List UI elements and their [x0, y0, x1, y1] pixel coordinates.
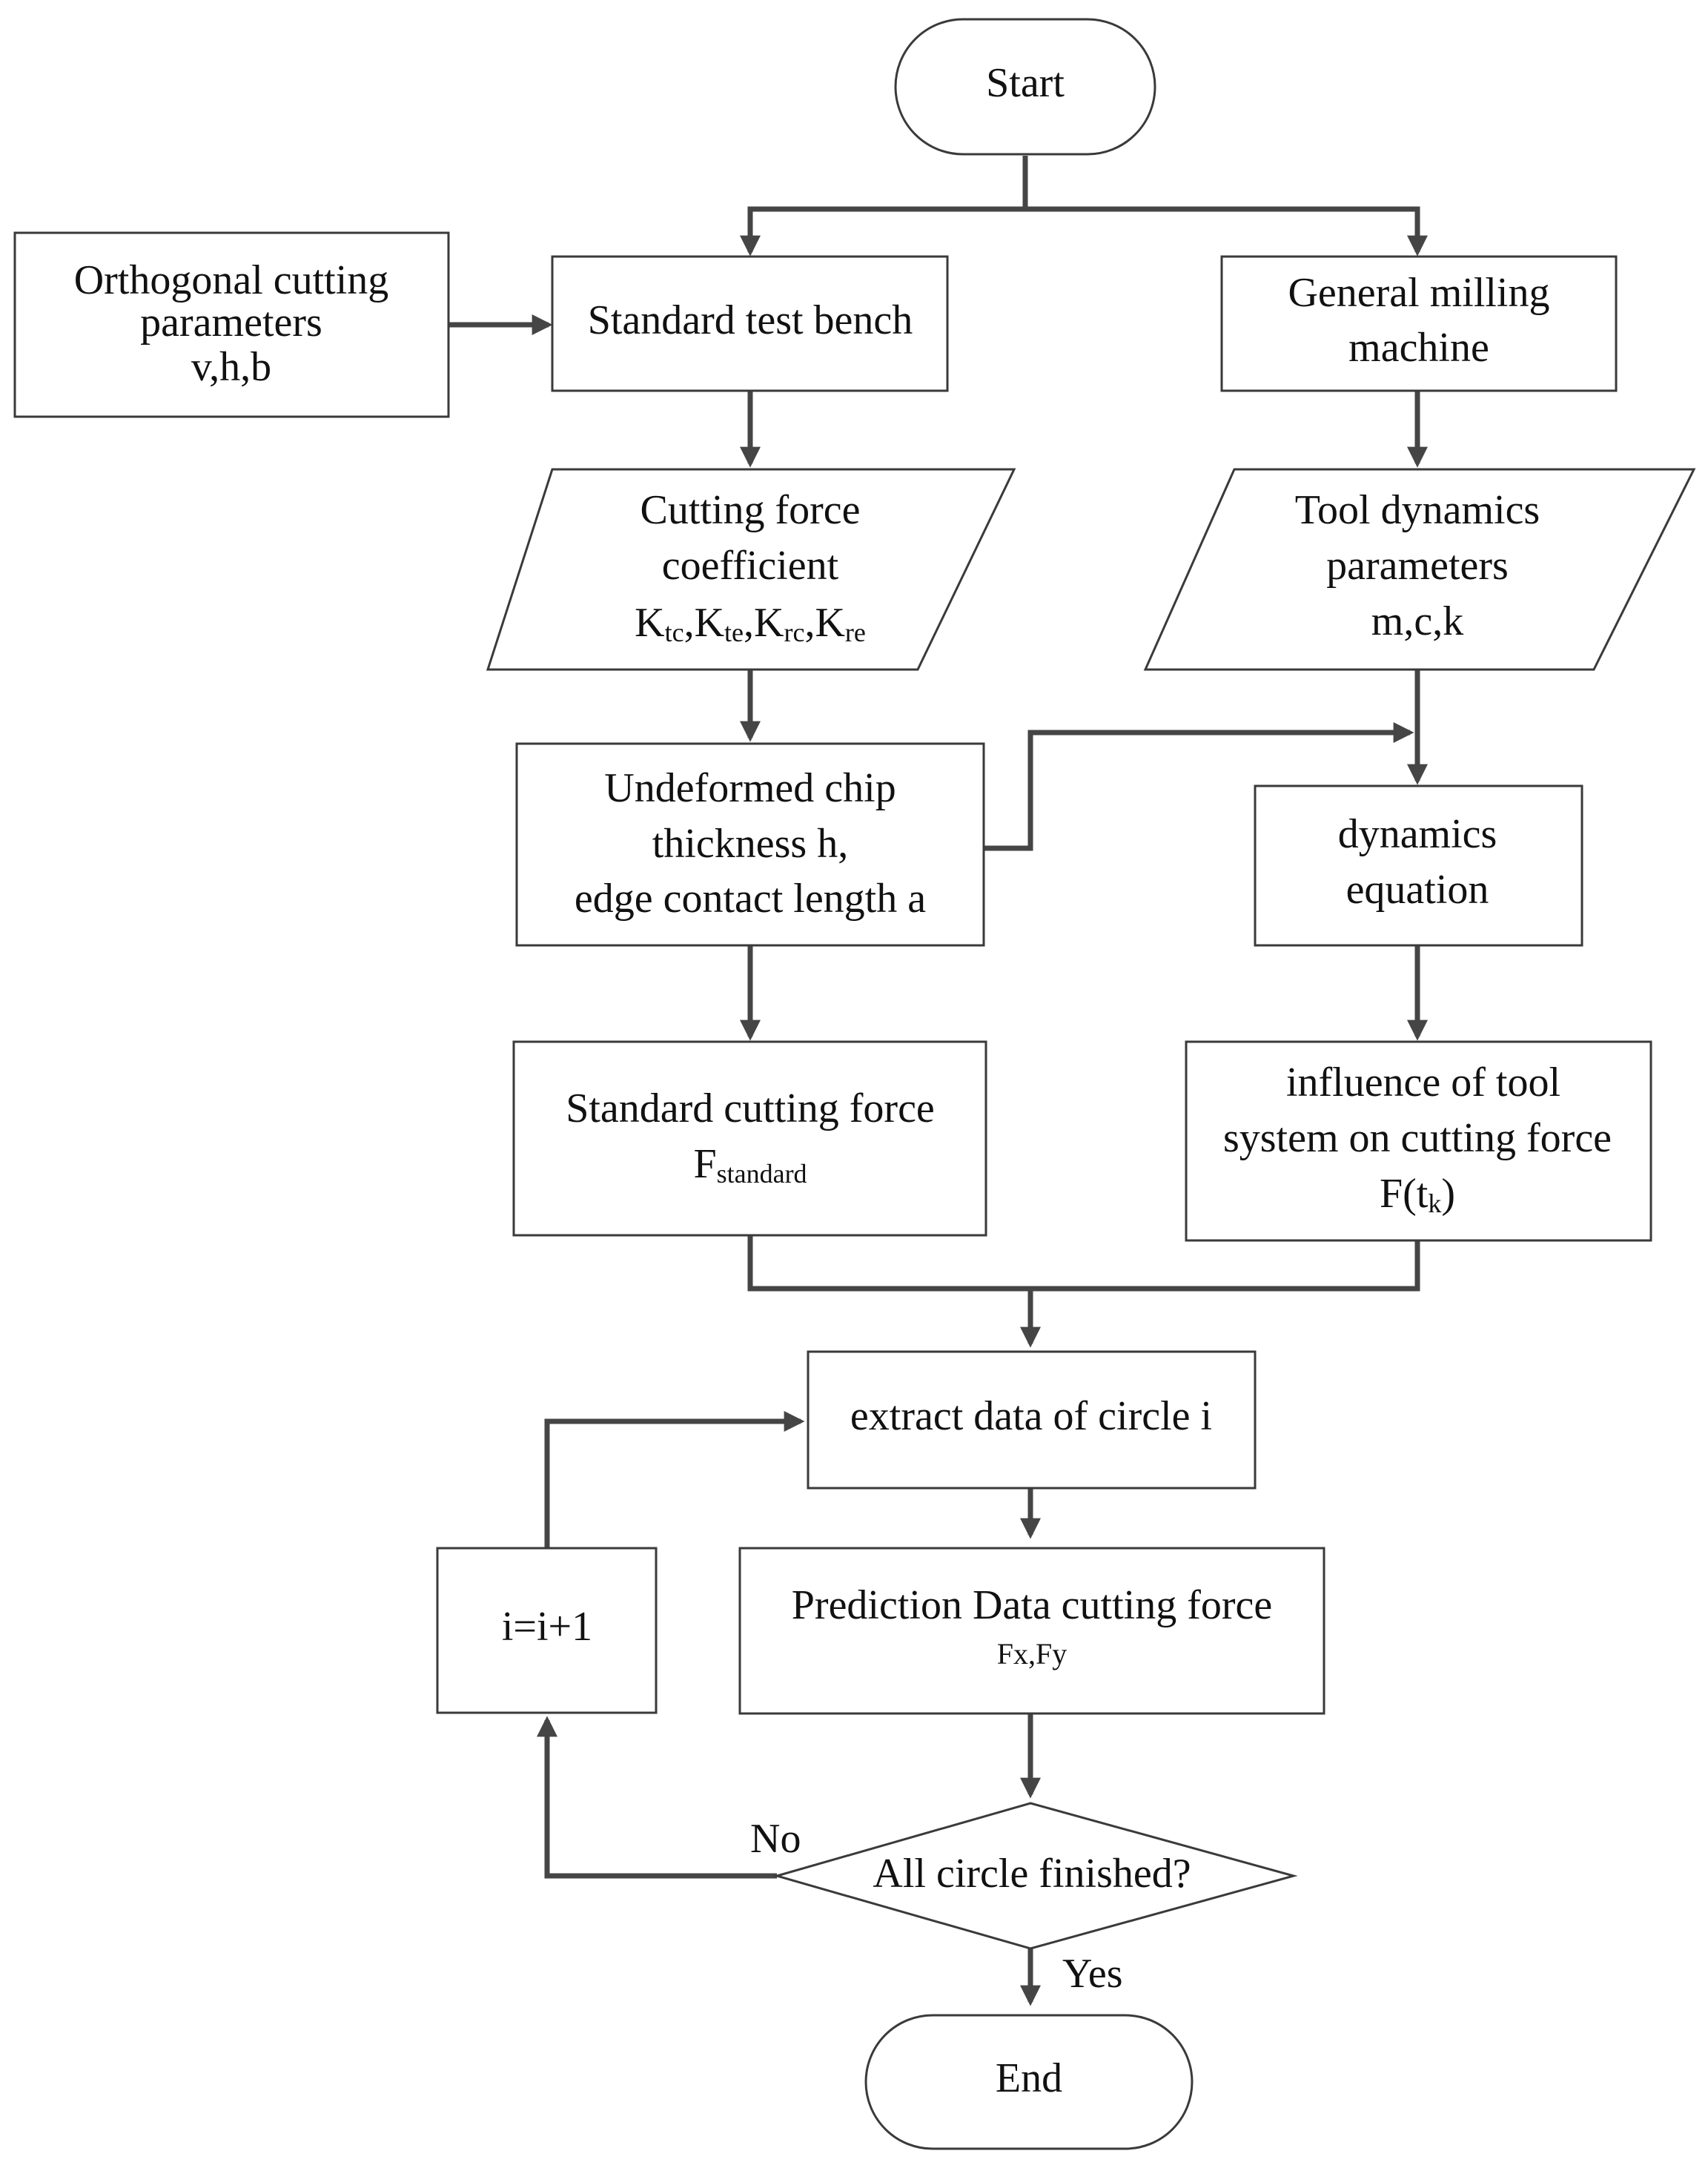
- start-node: Start: [894, 18, 1156, 156]
- chip-line-1: Undeformed chip: [604, 765, 896, 811]
- standard-cutting-force-node: Standard cutting force Fstandard: [512, 1040, 987, 1237]
- prediction-node: Prediction Data cutting force Fx,Fy: [738, 1547, 1325, 1715]
- edge-split-to-bench: [740, 206, 1025, 257]
- coefficient-line-1: Cutting force: [640, 487, 860, 533]
- coefficient-line-2: coefficient: [662, 543, 839, 589]
- orthogonal-line-3: v,h,b: [191, 344, 271, 390]
- chip-line-2: thickness h,: [652, 821, 848, 867]
- edge-increment-to-extract: [544, 1411, 805, 1548]
- edge-label-yes: Yes: [1062, 1951, 1122, 1997]
- decision-node: All circle finished?: [772, 1802, 1298, 1950]
- end-label: End: [996, 2055, 1062, 2101]
- start-label: Start: [986, 60, 1065, 106]
- edge-decision-no-to-increment: [537, 1716, 777, 1879]
- prediction-label: Prediction Data cutting force: [792, 1582, 1272, 1628]
- edge-influence-to-join: [1030, 1240, 1420, 1292]
- coefficient-symbols: Ktc,Kte,Krc,Kre: [635, 600, 866, 647]
- stdforce-symbol: Fstandard: [693, 1141, 807, 1189]
- orthogonal-line-1: Orthogonal cutting: [74, 257, 389, 303]
- influence-line-1: influence of tool: [1286, 1060, 1560, 1106]
- connectors: [448, 156, 1428, 2006]
- dyneq-line-1: dynamics: [1338, 811, 1497, 857]
- influence-line-2: system on cutting force: [1223, 1115, 1612, 1161]
- toolparams-line-1: Tool dynamics: [1295, 487, 1540, 533]
- chip-line-3: edge contact length a: [575, 876, 926, 922]
- increment-node: i=i+1: [436, 1547, 658, 1714]
- influence-symbol: F(tk): [1380, 1171, 1455, 1218]
- stdforce-label: Standard cutting force: [566, 1085, 935, 1131]
- prediction-sublabel: Fx,Fy: [997, 1637, 1068, 1670]
- end-node: End: [864, 2014, 1194, 2150]
- edge-chip-to-merge: [982, 722, 1414, 851]
- extract-data-node: extract data of circle i: [807, 1350, 1257, 1490]
- dynamics-equation-node: dynamics equation: [1254, 784, 1583, 947]
- toolparams-line-2: parameters: [1326, 543, 1509, 589]
- edge-label-no: No: [750, 1816, 801, 1862]
- dyneq-line-2: equation: [1346, 867, 1489, 913]
- milling-line-1: General milling: [1288, 270, 1549, 316]
- general-milling-machine-node: General milling machine: [1220, 255, 1618, 392]
- undeformed-chip-node: Undeformed chip thickness h, edge contac…: [515, 742, 985, 947]
- milling-line-2: machine: [1348, 325, 1489, 371]
- orthogonal-line-2: parameters: [140, 300, 322, 346]
- edge-stdforce-to-join: [747, 1235, 1030, 1292]
- decision-label: All circle finished?: [873, 1851, 1191, 1897]
- tool-dynamics-parameters-node: Tool dynamics parameters m,c,k: [1143, 468, 1696, 671]
- cutting-force-coefficient-node: Cutting force coefficient Ktc,Kte,Krc,Kr…: [486, 468, 1016, 671]
- standard-test-bench-node: Standard test bench: [551, 255, 949, 392]
- extract-label: extract data of circle i: [850, 1393, 1212, 1439]
- influence-tool-system-node: influence of tool system on cutting forc…: [1185, 1040, 1652, 1242]
- bench-label: Standard test bench: [588, 297, 913, 343]
- edge-split-to-milling: [1025, 206, 1428, 257]
- toolparams-line-3: m,c,k: [1371, 598, 1463, 644]
- increment-label: i=i+1: [502, 1604, 592, 1650]
- orthogonal-parameters-node: Orthogonal cutting parameters v,h,b: [13, 231, 450, 418]
